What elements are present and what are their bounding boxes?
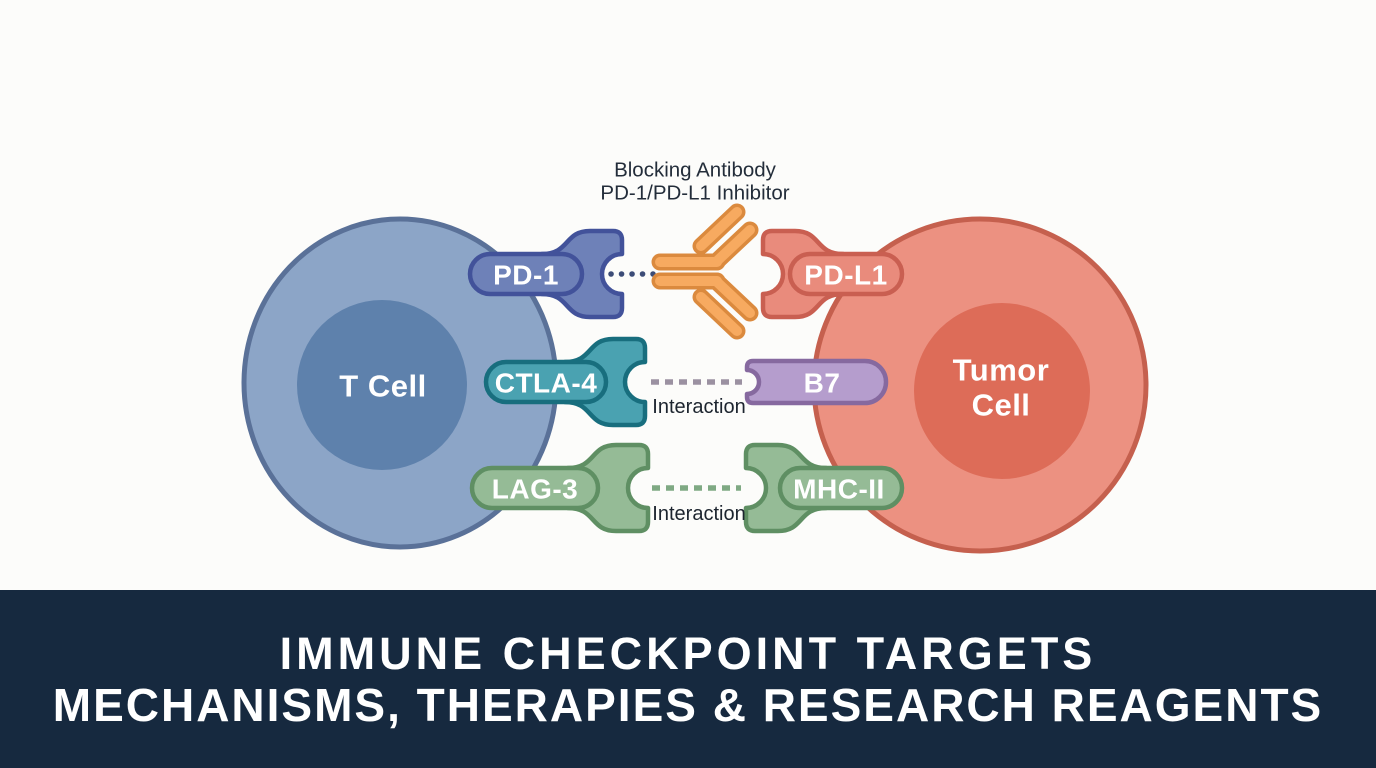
antibody-outline: [651, 203, 759, 340]
lag3-mhcii-interaction: LAG-3 MHC-II Interaction: [469, 442, 905, 534]
ctla4-receptor: [483, 336, 648, 428]
mhcii-ligand: [743, 442, 905, 534]
tumor-cell-nucleus: [914, 303, 1090, 479]
antibody-fill: [655, 207, 755, 336]
pdl1-ligand: [760, 228, 905, 320]
t-cell-nucleus: [297, 300, 467, 470]
t-cell: [241, 216, 559, 550]
t-cell-label: T Cell: [339, 369, 426, 404]
pd1-receptor: [467, 228, 625, 320]
lag3-label: LAG-3: [492, 474, 579, 505]
b7-label: B7: [804, 368, 841, 399]
banner-subtitle: MECHANISMS, THERAPIES & RESEARCH REAGENT…: [52, 678, 1324, 731]
tumor-cell: [811, 216, 1149, 554]
banner-title: IMMUNE CHECKPOINT TARGETS: [279, 627, 1097, 679]
lag3-mhcii-interaction-label: Interaction: [652, 503, 745, 525]
lag3-receptor: [469, 442, 651, 534]
blocking-antibody-annotation-line2: PD-1/PD-L1 Inhibitor: [600, 182, 789, 205]
title-banner: IMMUNE CHECKPOINT TARGETS MECHANISMS, TH…: [0, 590, 1376, 768]
pd1-pdl1-interaction: PD-1 PD-L1: [467, 203, 905, 340]
ctla4-label-pill: [483, 359, 609, 405]
pd1-label: PD-1: [493, 260, 559, 291]
lag3-label-pill: [469, 465, 601, 511]
mhcii-label-pill: [777, 465, 905, 511]
lag3-receptor-head: [565, 442, 651, 534]
b7-pill: [744, 358, 889, 406]
blocking-antibody-annotation-line1: Blocking Antibody: [614, 159, 777, 182]
b7-ligand: [744, 358, 889, 406]
pd1-label-pill: [467, 251, 585, 297]
pdl1-label-pill: [787, 251, 905, 297]
tumor-cell-label-line2: Cell: [972, 388, 1031, 423]
blocking-antibody-icon: [651, 203, 759, 340]
ctla4-label: CTLA-4: [495, 368, 598, 399]
pdl1-label: PD-L1: [804, 260, 887, 291]
diagram-canvas: PD-1 PD-L1 CTLA-4 B7 Interaction: [241, 159, 1149, 554]
tumor-cell-label-line1: Tumor: [953, 353, 1050, 388]
ctla4-b7-interaction: CTLA-4 B7 Interaction: [483, 336, 889, 428]
mhcii-label: MHC-II: [793, 474, 885, 505]
ctla4-b7-interaction-label: Interaction: [652, 396, 745, 418]
